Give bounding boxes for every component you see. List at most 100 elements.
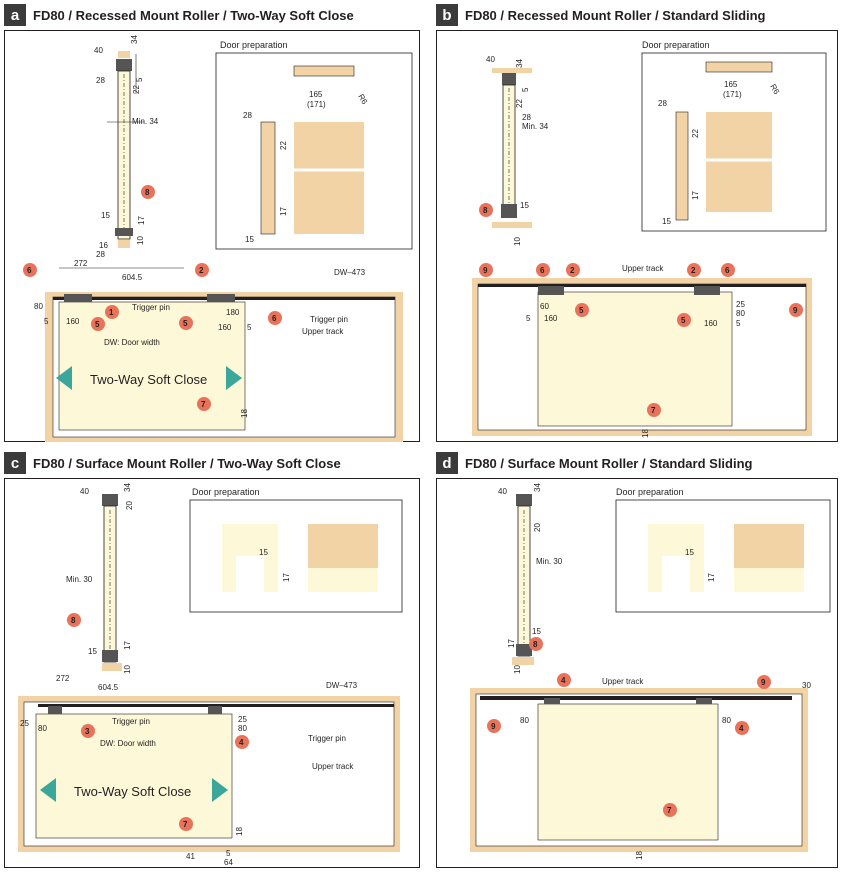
prep-17: 17 — [279, 207, 288, 216]
dim-30: 30 — [802, 681, 811, 690]
dim-28: 28 — [96, 76, 105, 85]
callout: 7 — [667, 806, 672, 815]
callout: 2 — [570, 266, 575, 275]
section-view — [107, 51, 144, 248]
label-trigger-pin: Trigger pin — [132, 303, 170, 312]
dim-160: 160 — [66, 317, 80, 326]
dim-10: 10 — [136, 236, 145, 245]
dim-10: 10 — [123, 665, 132, 674]
label-trigger-pin-2: Trigger pin — [308, 734, 346, 743]
dim-20: 20 — [125, 501, 134, 510]
dim-34: 34 — [515, 59, 524, 68]
dim-160b: 160 — [704, 319, 718, 328]
panel-letter: a — [4, 4, 26, 26]
door-panel — [537, 703, 719, 841]
dim-40: 40 — [498, 487, 507, 496]
label-door-width: DW: Door width — [100, 739, 156, 748]
dim-180: 180 — [226, 308, 240, 317]
dim-272: 272 — [56, 674, 70, 683]
dim-28: 28 — [522, 113, 531, 122]
callout: 5 — [681, 316, 686, 325]
prep-17: 17 — [707, 573, 716, 582]
label-trigger-pin-2: Trigger pin — [310, 315, 348, 324]
dim-5: 5 — [44, 317, 49, 326]
dim-6045: 604.5 — [98, 683, 119, 692]
callout: 8 — [71, 616, 76, 625]
drawing-a: 40 34 28 5 22 Min. 34 15 17 16 10 28 Doo… — [23, 35, 413, 442]
callout: 3 — [85, 727, 90, 736]
dim-160b: 160 — [218, 323, 232, 332]
drawing-d: 40 34 20 Min. 30 15 17 10 Door preparati… — [470, 483, 831, 860]
label-upper-track: Upper track — [312, 762, 354, 771]
callout: 6 — [540, 266, 545, 275]
label-upper-track: Upper track — [622, 264, 664, 273]
callouts: 6 2 5 1 5 6 8 7 — [23, 185, 282, 411]
dim-18: 18 — [240, 409, 249, 418]
callout: 7 — [651, 406, 656, 415]
prep-22: 22 — [691, 129, 700, 138]
dim-5: 5 — [521, 87, 530, 92]
door-panel — [537, 291, 733, 427]
callouts: 3 4 8 7 — [67, 613, 249, 831]
prep-face — [308, 524, 378, 568]
callout: 6 — [272, 314, 277, 323]
prep-15: 15 — [245, 235, 254, 244]
dim-160: 160 — [544, 314, 558, 323]
dim-15: 15 — [532, 627, 541, 636]
dim-80: 80 — [38, 724, 47, 733]
prep-15: 15 — [259, 548, 268, 557]
door-panel — [58, 301, 246, 431]
dim-10: 10 — [513, 237, 522, 246]
panel-title: FD80 / Surface Mount Roller / Two-Way So… — [33, 455, 341, 471]
dim-15: 15 — [88, 647, 97, 656]
section-view — [512, 494, 534, 665]
dim-min: Min. 34 — [522, 122, 549, 131]
dim-41: 41 — [186, 852, 195, 861]
prep-face — [734, 524, 804, 568]
panel-header: c FD80 / Surface Mount Roller / Two-Way … — [4, 452, 341, 474]
dim-5: 5 — [526, 314, 531, 323]
dim-165: 165 — [724, 80, 738, 89]
prep-top — [293, 65, 355, 77]
dim-20: 20 — [533, 523, 542, 532]
callout: 9 — [483, 266, 488, 275]
dim-40: 40 — [80, 487, 89, 496]
callout: 5 — [579, 306, 584, 315]
callout: 4 — [239, 738, 244, 747]
prep-17: 17 — [282, 573, 291, 582]
panel-letter: d — [436, 452, 458, 474]
soft-close-label: Two-Way Soft Close — [90, 372, 207, 387]
section-view — [492, 68, 532, 228]
dim-165: 165 — [309, 90, 323, 99]
callout: 5 — [183, 319, 188, 328]
panel-d: d FD80 / Surface Mount Roller / Standard… — [436, 452, 840, 868]
callouts: 4 4 9 9 8 7 — [487, 637, 771, 817]
callout: 5 — [95, 320, 100, 329]
label-door-width: DW: Door width — [104, 338, 160, 347]
callout: 6 — [725, 266, 730, 275]
prep-15: 15 — [685, 548, 694, 557]
prep-section — [675, 111, 689, 221]
prep-22: 22 — [279, 141, 288, 150]
prep-17: 17 — [691, 191, 700, 200]
dim-80b: 80 — [722, 716, 731, 725]
dim-18: 18 — [641, 429, 650, 438]
dim-272: 272 — [74, 259, 88, 268]
dim-80: 80 — [520, 716, 529, 725]
upper-track — [38, 704, 394, 707]
prep-top — [705, 61, 773, 73]
door-prep-label: Door preparation — [642, 40, 710, 50]
dim-80: 80 — [736, 309, 745, 318]
prep-face — [294, 122, 364, 234]
panel-title: FD80 / Recessed Mount Roller / Standard … — [465, 7, 766, 23]
dim-5: 5 — [226, 849, 231, 858]
door-panel — [35, 713, 233, 839]
panel-title: FD80 / Recessed Mount Roller / Two-Way S… — [33, 7, 354, 23]
dim-171: (171) — [723, 90, 742, 99]
panel-c: c FD80 / Surface Mount Roller / Two-Way … — [4, 452, 422, 868]
dim-22: 22 — [132, 85, 141, 94]
prep-face — [706, 112, 772, 212]
dim-dw473: DW–473 — [326, 681, 358, 690]
dim-15: 15 — [101, 211, 110, 220]
dim-18: 18 — [235, 827, 244, 836]
